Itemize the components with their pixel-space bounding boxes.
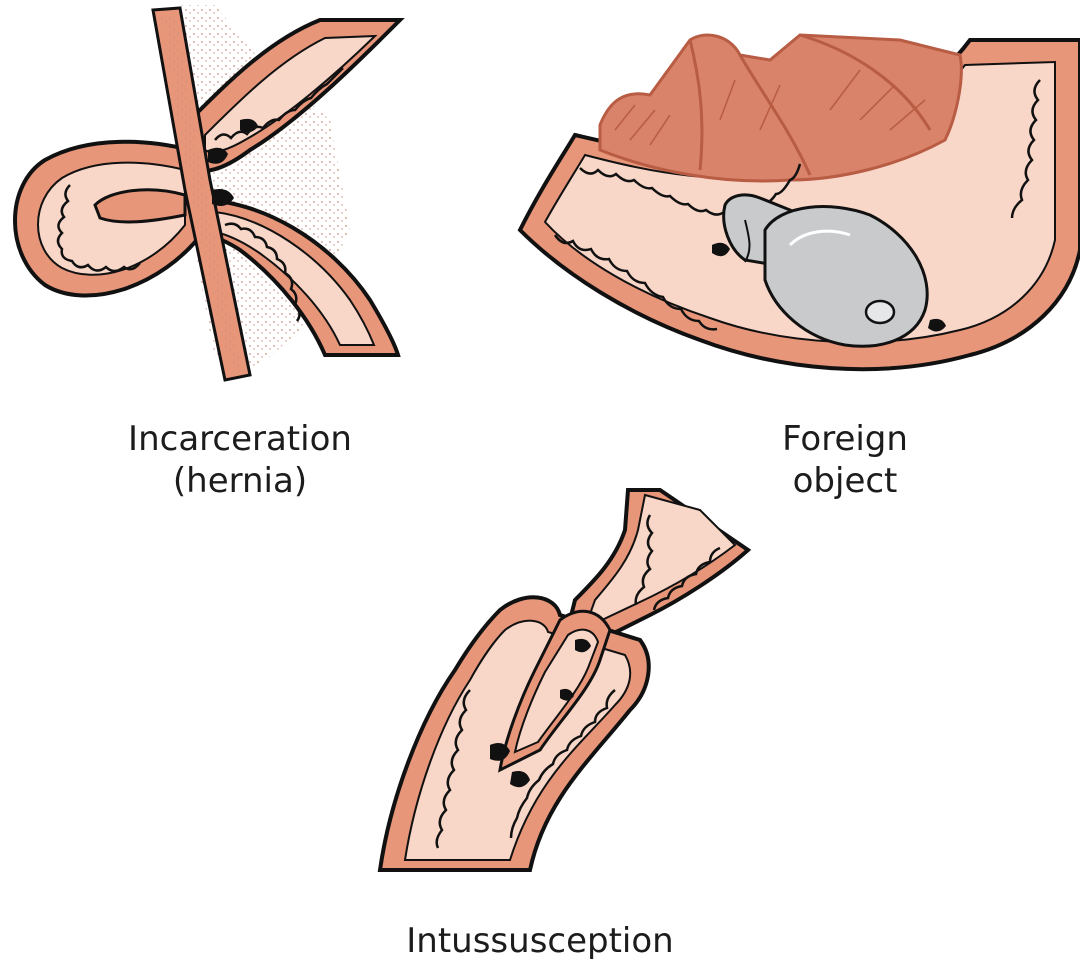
intussusception-congestion-spot — [510, 771, 530, 788]
foreign-object-item — [722, 193, 929, 348]
intussusception-congestion-spot — [560, 688, 574, 701]
muscle-tissue-mass — [598, 33, 963, 183]
congestion-spot — [212, 189, 234, 206]
intussusception-upper-mucosa-wave — [634, 514, 654, 606]
proximal-bowel-lumen — [583, 493, 737, 630]
incarceration-illustration — [13, 5, 405, 382]
foreign-object-caption-line2: object — [792, 461, 898, 501]
intussusception-illustration — [377, 488, 752, 872]
congestion-spot — [208, 147, 228, 164]
muscle-fiber-lines — [614, 69, 926, 146]
intussusception-right-mucosa-wave — [509, 689, 616, 839]
herniated-loop-inner-mucosa — [93, 188, 187, 224]
incarceration-caption-line2: (hernia) — [172, 461, 308, 501]
foreign-object-opening — [864, 299, 896, 325]
foreign-object-caption: Foreign object — [720, 418, 970, 502]
lower-limb-mucosa-wave — [224, 222, 301, 322]
foreign-object-lower-mucosa-wave — [553, 234, 718, 331]
intussusception-left-mucosa-wave — [435, 689, 471, 849]
muscle-fold-3 — [799, 33, 932, 131]
incarceration-caption-line1: Incarceration — [128, 419, 352, 459]
foreign-object-highlight — [788, 229, 851, 247]
intussusception-congestion-spot — [575, 638, 591, 653]
invaginated-segment-lumen — [513, 628, 600, 754]
muscle-fold-1 — [688, 39, 704, 171]
intussusception-outer-mucosa-wave — [652, 546, 721, 611]
upper-limb-mucosa-wave — [214, 67, 344, 141]
loop-mucosa-wave — [56, 184, 141, 273]
foreign-object-right-mucosa-wave — [1010, 79, 1041, 219]
incarceration-caption: Incarceration (hernia) — [95, 418, 385, 502]
muscle-fold-2 — [738, 54, 812, 176]
foreign-object-caption-line1: Foreign — [782, 419, 908, 459]
foreign-object-upper-mucosa-wave — [579, 163, 802, 216]
intussusception-caption: Intussusception — [370, 920, 710, 962]
pressure-spot — [928, 318, 946, 332]
foreign-object-ridge — [744, 219, 751, 263]
intussusception-congestion-spot — [490, 743, 510, 761]
foreign-object-illustration — [517, 33, 1080, 372]
pressure-spot — [712, 242, 730, 257]
hernia-neck-band-stipple — [160, 14, 241, 370]
lower-bowel-lumen — [214, 210, 376, 346]
congestion-spot — [240, 118, 258, 133]
intussusception-caption-line1: Intussusception — [406, 921, 674, 961]
